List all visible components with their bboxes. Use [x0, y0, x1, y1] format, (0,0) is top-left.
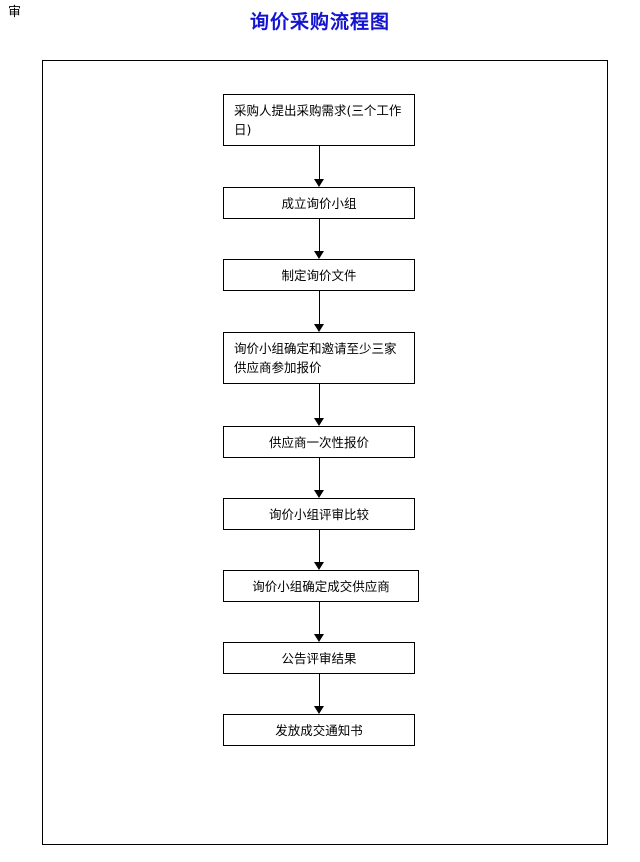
arrowhead-down-icon-5 — [314, 490, 324, 498]
arrowhead-down-icon-2 — [314, 251, 324, 259]
flowchart-canvas: 采购人提出采购需求(三个工作日) 成立询价小组 制定询价文件 询价小组确定和邀请… — [43, 61, 609, 846]
flow-node-6-label: 询价小组评审比较 — [268, 506, 369, 522]
flow-node-1[interactable]: 采购人提出采购需求(三个工作日) — [223, 94, 415, 146]
connector-1-2 — [319, 146, 320, 179]
flow-node-8-label: 公告评审结果 — [281, 650, 357, 666]
flow-node-8[interactable]: 公告评审结果 — [223, 642, 415, 674]
flow-node-6[interactable]: 询价小组评审比较 — [223, 498, 415, 530]
flow-node-5[interactable]: 供应商一次性报价 — [223, 426, 415, 458]
flow-node-3-label: 制定询价文件 — [281, 267, 357, 283]
connector-8-9 — [319, 674, 320, 706]
arrowhead-down-icon-8 — [314, 706, 324, 714]
arrowhead-down-icon-7 — [314, 634, 324, 642]
flow-node-2[interactable]: 成立询价小组 — [223, 187, 415, 219]
connector-5-6 — [319, 458, 320, 490]
arrowhead-down-icon-3 — [314, 324, 324, 332]
flow-node-9-label: 发放成交通知书 — [275, 722, 363, 738]
flow-node-7-label: 询价小组确定成交供应商 — [252, 578, 390, 594]
margin-mark: 审 — [8, 5, 22, 20]
connector-6-7 — [319, 530, 320, 562]
flow-node-5-label: 供应商一次性报价 — [268, 434, 369, 450]
flow-node-4[interactable]: 询价小组确定和邀请至少三家供应商参加报价 — [223, 332, 415, 384]
flow-node-2-label: 成立询价小组 — [281, 195, 357, 211]
connector-7-8 — [319, 602, 320, 634]
page-title: 询价采购流程图 — [249, 11, 390, 33]
arrowhead-down-icon-1 — [314, 179, 324, 187]
connector-3-4 — [319, 291, 320, 324]
connector-4-5 — [319, 384, 320, 418]
flow-node-7[interactable]: 询价小组确定成交供应商 — [223, 570, 419, 602]
flow-node-1-label: 采购人提出采购需求(三个工作日) — [234, 103, 402, 137]
arrowhead-down-icon-6 — [314, 562, 324, 570]
diagram-frame: 采购人提出采购需求(三个工作日) 成立询价小组 制定询价文件 询价小组确定和邀请… — [42, 60, 608, 845]
flow-node-3[interactable]: 制定询价文件 — [223, 259, 415, 291]
flow-node-9[interactable]: 发放成交通知书 — [223, 714, 415, 746]
arrowhead-down-icon-4 — [314, 418, 324, 426]
flow-node-4-label: 询价小组确定和邀请至少三家供应商参加报价 — [234, 341, 397, 375]
connector-2-3 — [319, 219, 320, 251]
